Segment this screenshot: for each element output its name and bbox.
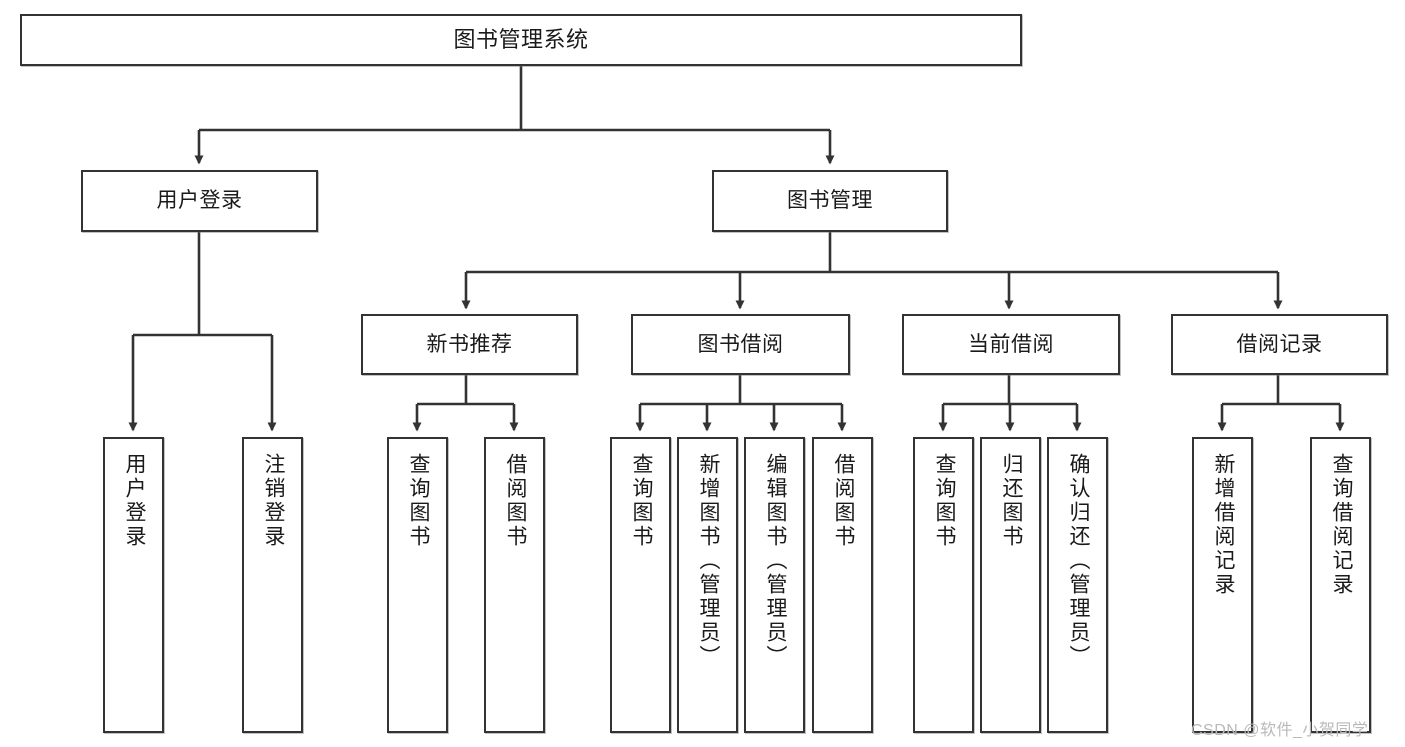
node-label: 借阅图书: [831, 453, 855, 549]
node-label: 查询图书: [932, 453, 956, 549]
node-book-borrow[interactable]: 图书借阅: [631, 314, 850, 375]
node-label: 新增借阅记录: [1211, 453, 1235, 597]
leaf-book-borrow-edit[interactable]: 编辑图书（管理员）: [744, 437, 805, 733]
node-label: 图书管理: [787, 189, 873, 213]
leaf-new-book-borrow[interactable]: 借阅图书: [484, 437, 545, 733]
node-label: 用户登录: [122, 453, 146, 549]
node-new-book-recommend[interactable]: 新书推荐: [361, 314, 578, 375]
node-label: 用户登录: [156, 189, 243, 213]
leaf-user-login-login[interactable]: 用户登录: [103, 437, 164, 733]
node-label: 确认归还（管理员）: [1066, 453, 1090, 669]
node-book-management[interactable]: 图书管理: [712, 170, 948, 232]
node-label: 图书管理系统: [453, 26, 589, 52]
node-current-borrow[interactable]: 当前借阅: [902, 314, 1120, 375]
node-label: 借阅记录: [1236, 332, 1323, 356]
node-user-login[interactable]: 用户登录: [81, 170, 318, 232]
leaf-borrow-record-add[interactable]: 新增借阅记录: [1192, 437, 1253, 733]
node-label: 图书借阅: [697, 332, 784, 356]
node-label: 查询图书: [629, 453, 653, 549]
leaf-book-borrow-query[interactable]: 查询图书: [610, 437, 671, 733]
node-borrow-record[interactable]: 借阅记录: [1171, 314, 1388, 375]
node-label: 注销登录: [261, 453, 285, 549]
node-label: 归还图书: [999, 453, 1023, 549]
node-label: 新书推荐: [426, 332, 513, 356]
node-label: 查询借阅记录: [1329, 453, 1353, 597]
node-root-system[interactable]: 图书管理系统: [20, 14, 1022, 66]
node-label: 编辑图书（管理员）: [763, 453, 787, 669]
leaf-book-borrow-add[interactable]: 新增图书（管理员）: [677, 437, 738, 733]
leaf-current-borrow-confirm[interactable]: 确认归还（管理员）: [1047, 437, 1108, 733]
node-label: 当前借阅: [968, 332, 1054, 356]
leaf-borrow-record-query[interactable]: 查询借阅记录: [1310, 437, 1371, 733]
leaf-new-book-query[interactable]: 查询图书: [387, 437, 448, 733]
leaf-user-login-logout[interactable]: 注销登录: [242, 437, 303, 733]
leaf-book-borrow-borrow[interactable]: 借阅图书: [812, 437, 873, 733]
node-label: 新增图书（管理员）: [696, 453, 720, 669]
node-label: 查询图书: [406, 453, 430, 549]
leaf-current-borrow-return[interactable]: 归还图书: [980, 437, 1041, 733]
csdn-watermark: CSDN @软件_小贺同学: [1191, 722, 1369, 739]
leaf-current-borrow-query[interactable]: 查询图书: [913, 437, 974, 733]
node-label: 借阅图书: [503, 453, 527, 549]
